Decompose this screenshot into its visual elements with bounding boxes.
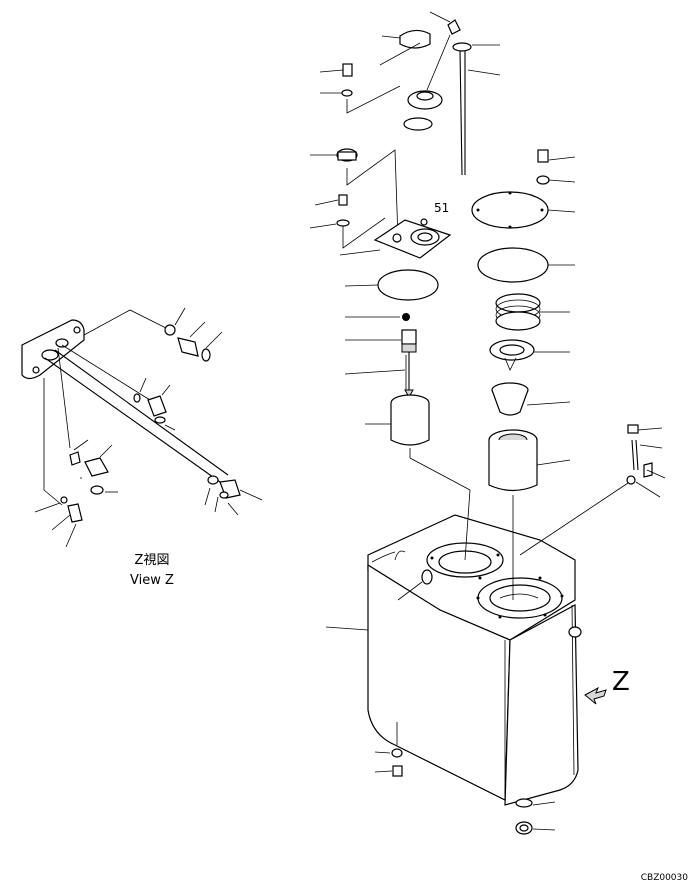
center-column-parts: 51: [309, 11, 501, 561]
right-column-parts: [471, 149, 666, 600]
drawing-code: CBZ00030: [641, 873, 689, 883]
view-z-detail: Z視図 View Z: [21, 307, 263, 588]
view-z-label-jp: Z視図: [135, 553, 170, 568]
callout-51: 51: [434, 201, 449, 215]
view-z-arrow: Z: [584, 667, 630, 705]
hydraulic-tank: [325, 514, 582, 835]
view-z-label-en: View Z: [130, 573, 174, 588]
view-arrow-letter: Z: [612, 667, 630, 697]
